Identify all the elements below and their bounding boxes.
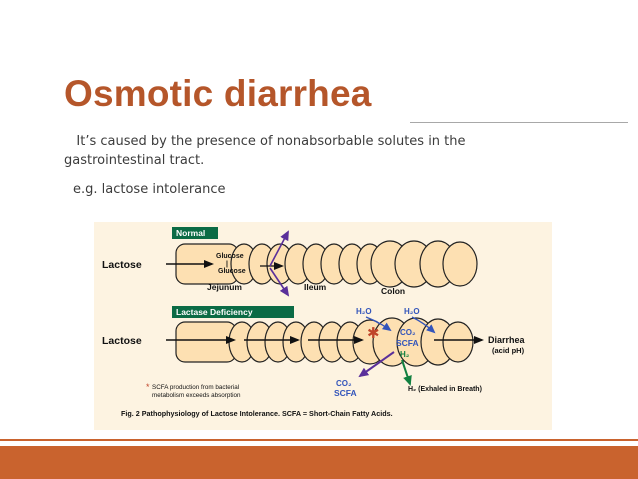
deficiency-header: Lactase Deficiency bbox=[176, 307, 253, 317]
footer-accent-bar bbox=[0, 446, 638, 479]
normal-header: Normal bbox=[176, 228, 205, 238]
glucose-label: Glucose bbox=[216, 253, 244, 260]
body-line: It’s caused by the presence of nonabsorb… bbox=[64, 134, 466, 168]
lactose-intolerance-figure: Normal Lactose Glucose | Glucose Jejunum… bbox=[94, 222, 552, 430]
h2o-left-arrow bbox=[365, 316, 392, 332]
h2o-left-label: H₂O bbox=[356, 307, 372, 316]
body-text: It’s caused by the presence of nonabsorb… bbox=[64, 132, 534, 170]
co2-inside-label: CO₂ bbox=[400, 328, 416, 337]
h2-inside-label: H₂ bbox=[400, 350, 410, 359]
slide-title: Osmotic diarrhea bbox=[64, 73, 372, 114]
h2-exhaled-label: H₂ (Exhaled in Breath) bbox=[408, 386, 482, 393]
normal-segment bbox=[442, 241, 478, 287]
normal-header-box bbox=[172, 227, 218, 239]
glucose-separator: | bbox=[226, 261, 228, 268]
h2o-right-arrow bbox=[411, 316, 436, 334]
galactose-label: Glucose bbox=[218, 268, 246, 275]
co2-scfa-out-arrow bbox=[358, 351, 395, 378]
figure-caption: Fig. 2 Pathophysiology of Lactose Intole… bbox=[121, 409, 393, 418]
title-divider bbox=[410, 122, 628, 123]
deficiency-intestine bbox=[175, 317, 474, 367]
acid-ph-label: (acid pH) bbox=[492, 346, 525, 355]
scfa-inside-label: SCFA bbox=[396, 338, 419, 348]
footnote-line-1: SCFA production from bacterial bbox=[152, 384, 239, 391]
glucose-absorption-arrow bbox=[269, 230, 289, 267]
footer-accent-line bbox=[0, 439, 638, 441]
deficiency-header-box bbox=[172, 306, 294, 318]
ileum-label: Ileum bbox=[304, 282, 327, 292]
galactose-absorption-arrow bbox=[269, 267, 290, 297]
example-text: e.g. lactose intolerance bbox=[73, 182, 226, 197]
diarrhea-label: Diarrhea bbox=[488, 335, 526, 345]
normal-lactose-label: Lactose bbox=[102, 259, 142, 271]
footnote-line-2: metabolism exceeds absorption bbox=[152, 392, 241, 399]
slide-body: It’s caused by the presence of nonabsorb… bbox=[64, 132, 534, 199]
scfa-out-label: SCFA bbox=[334, 388, 357, 398]
deficiency-segment bbox=[442, 321, 474, 363]
footnote-star-icon: * bbox=[146, 382, 150, 392]
jejunum-label: Jejunum bbox=[207, 282, 242, 292]
star-icon: ✱ bbox=[367, 325, 380, 342]
figure-svg: Normal Lactose Glucose | Glucose Jejunum… bbox=[94, 222, 552, 430]
deficiency-segment bbox=[175, 321, 237, 363]
colon-label: Colon bbox=[381, 286, 405, 296]
deficiency-lactose-label: Lactose bbox=[102, 335, 142, 347]
co2-out-label: CO₂ bbox=[336, 379, 352, 388]
h2o-right-label: H₂O bbox=[404, 307, 420, 316]
h2-out-arrow bbox=[401, 359, 412, 386]
normal-intestine bbox=[175, 240, 478, 288]
